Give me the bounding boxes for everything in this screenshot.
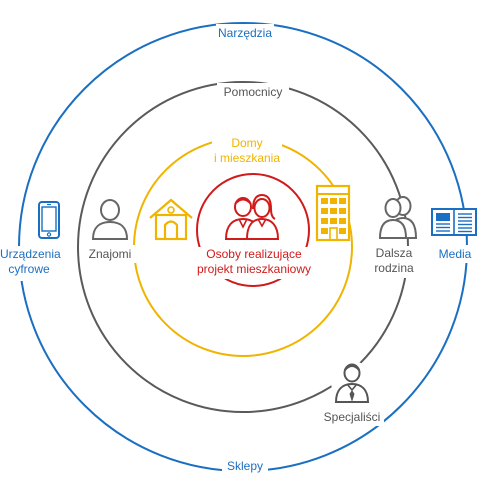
family-icon	[378, 194, 418, 240]
core-ring	[196, 173, 310, 287]
media-label: Media	[433, 245, 477, 263]
smartphone-icon	[36, 200, 62, 240]
specialists-label: Specjaliści	[320, 408, 384, 426]
middle-ring-label: Pomocnicy	[217, 83, 289, 101]
shops-label: Sklepy	[222, 457, 268, 475]
house-icon	[147, 196, 195, 242]
newspaper-icon	[430, 207, 478, 237]
digital-devices-label: Urządzenia cyfrowe	[0, 246, 61, 281]
couple-icon	[223, 193, 281, 241]
person-icon	[88, 197, 132, 241]
extended-family-label: Dalsza rodzina	[370, 246, 418, 278]
outer-ring-label: Narzędzia	[216, 24, 274, 42]
specialist-icon	[330, 360, 374, 404]
inner-ring-label: Domy i mieszkania	[212, 136, 282, 168]
apartment-building-icon	[314, 184, 352, 242]
project-people-label: Osoby realizujące projekt mieszkaniowy	[193, 247, 315, 279]
acquaintances-label: Znajomi	[84, 245, 136, 263]
